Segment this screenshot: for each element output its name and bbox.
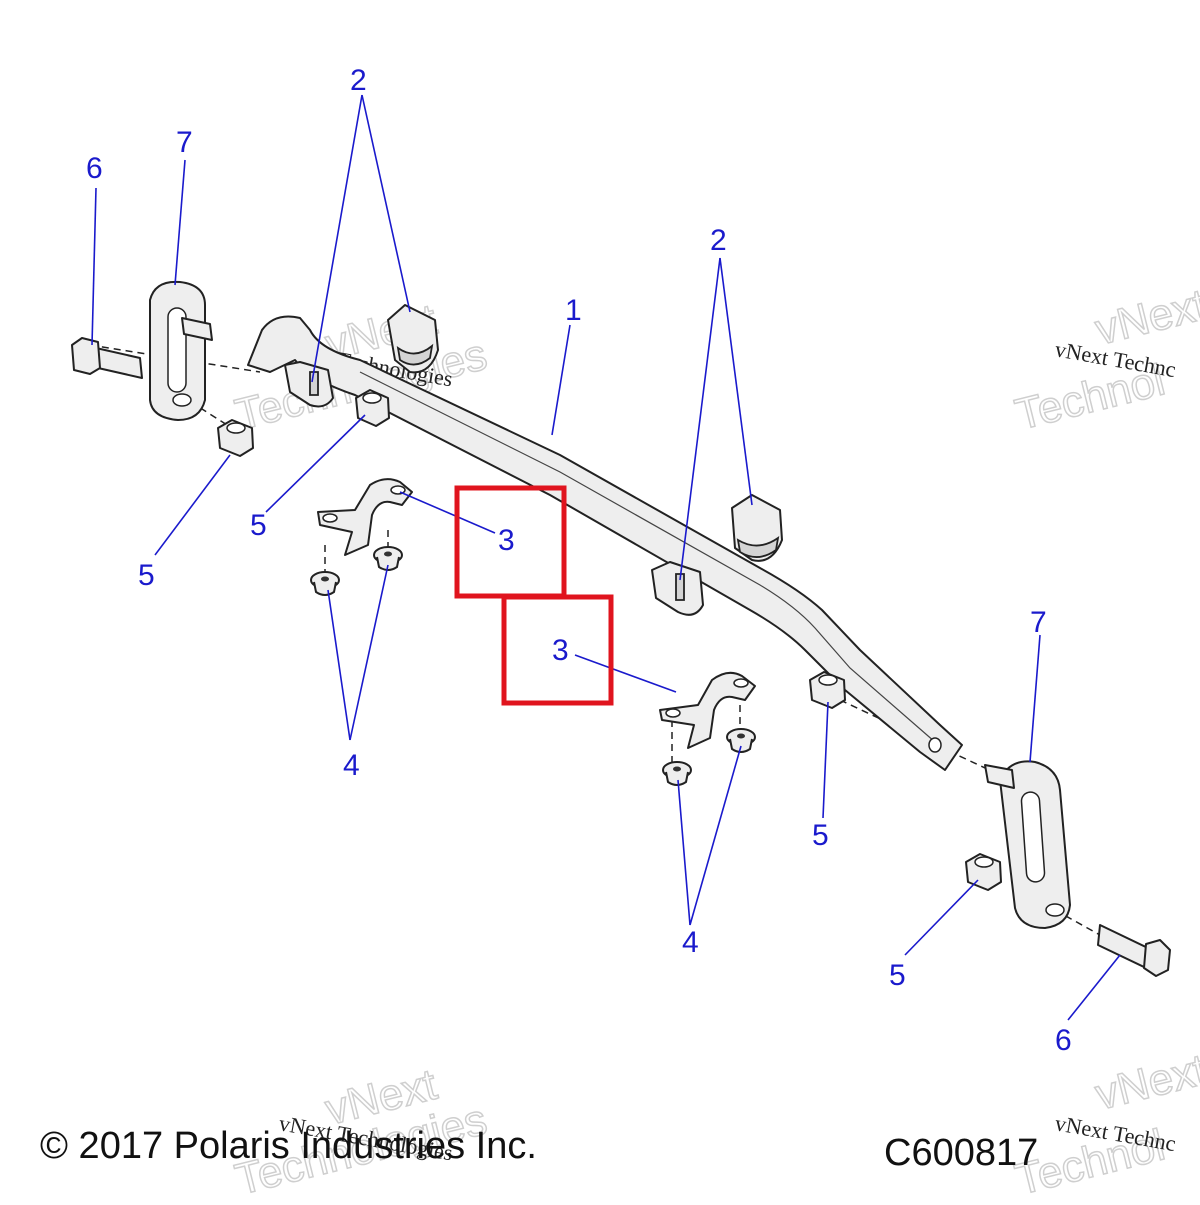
leader-5b [265, 414, 366, 513]
callout-3-lower[interactable]: 3 [552, 634, 569, 667]
axis-right-lower [1054, 909, 1101, 936]
spacer-2 [355, 389, 390, 427]
leader-7a [174, 159, 186, 286]
stabilizer-bar-body [247, 315, 963, 771]
leader-5c [822, 701, 829, 819]
bushing-right-lower [651, 561, 704, 616]
callout-6-right[interactable]: 6 [1055, 1024, 1072, 1057]
leader-2a-right [361, 94, 411, 313]
bushing-left-upper [387, 304, 439, 374]
clamp-left [317, 478, 413, 556]
leader-6b [1067, 954, 1121, 1021]
nut-left-a [310, 571, 340, 596]
callout-2-right[interactable]: 2 [710, 224, 727, 257]
footer: © 2017 Polaris Industries Inc. C600817 [40, 1125, 1038, 1174]
callout-2-left[interactable]: 2 [350, 64, 367, 97]
spacers [217, 389, 1002, 891]
highlight-boxes [454, 485, 614, 706]
bolt-right [1097, 924, 1171, 977]
leader-4a-right [349, 564, 389, 741]
highlight-box-lower [501, 594, 614, 706]
callout-4-left[interactable]: 4 [343, 749, 360, 782]
spacer-1 [217, 419, 254, 457]
stabilizer-bar-edge [359, 371, 936, 743]
leader-2a-left [311, 94, 363, 383]
leader-5d [904, 879, 979, 956]
bushing-right-upper [731, 494, 783, 562]
callout-7-left[interactable]: 7 [176, 126, 193, 159]
nut-right-b [726, 728, 756, 753]
clamp-right [659, 671, 756, 749]
nut-left-b [373, 546, 403, 571]
stabilizer-bar [247, 315, 963, 771]
callout-7-right[interactable]: 7 [1030, 606, 1047, 639]
nut-right-a [662, 761, 692, 786]
leader-6a [91, 187, 97, 346]
spacer-4 [965, 853, 1002, 891]
spacer-3 [809, 671, 846, 709]
watermark-right-big-top: vNext [1091, 280, 1200, 355]
callout-6-left[interactable]: 6 [86, 152, 103, 185]
link-left [149, 280, 213, 421]
leader-lines [91, 94, 1121, 1021]
nuts [310, 546, 756, 786]
leader-2b-right [719, 257, 753, 506]
leader-7b [1029, 634, 1041, 763]
leader-1 [551, 324, 571, 436]
copyright-text: © 2017 Polaris Industries Inc. [40, 1125, 537, 1167]
leader-5a [154, 454, 231, 556]
bolt-left [71, 337, 143, 379]
drawing-number: C600817 [884, 1132, 1038, 1174]
callout-3-upper[interactable]: 3 [498, 524, 515, 557]
callout-5-a[interactable]: 5 [138, 559, 155, 592]
leader-4b-right [689, 745, 742, 926]
callout-1[interactable]: 1 [565, 294, 582, 327]
leader-2b-left [679, 257, 721, 581]
leader-3b [574, 654, 677, 693]
leader-4b-left [677, 779, 691, 926]
link-right [984, 760, 1071, 929]
watermark-footer-right: Technol vNext vNext Technc [1010, 1044, 1200, 1205]
callouts: 1 2 2 3 3 4 4 5 5 5 5 6 6 7 7 [86, 64, 1072, 1057]
callout-5-c[interactable]: 5 [812, 819, 829, 852]
callout-5-b[interactable]: 5 [250, 509, 267, 542]
callout-5-d[interactable]: 5 [889, 959, 906, 992]
stabilizer-bar-end-hole [928, 737, 942, 753]
leader-3a [399, 491, 496, 534]
callout-4-right[interactable]: 4 [682, 926, 699, 959]
bushing-left-lower [284, 361, 334, 408]
watermark-footer-right-big-top: vNext [1091, 1045, 1200, 1120]
leader-4a-left [327, 589, 351, 741]
watermark-right: Technol vNext vNext Technc [1010, 279, 1200, 440]
